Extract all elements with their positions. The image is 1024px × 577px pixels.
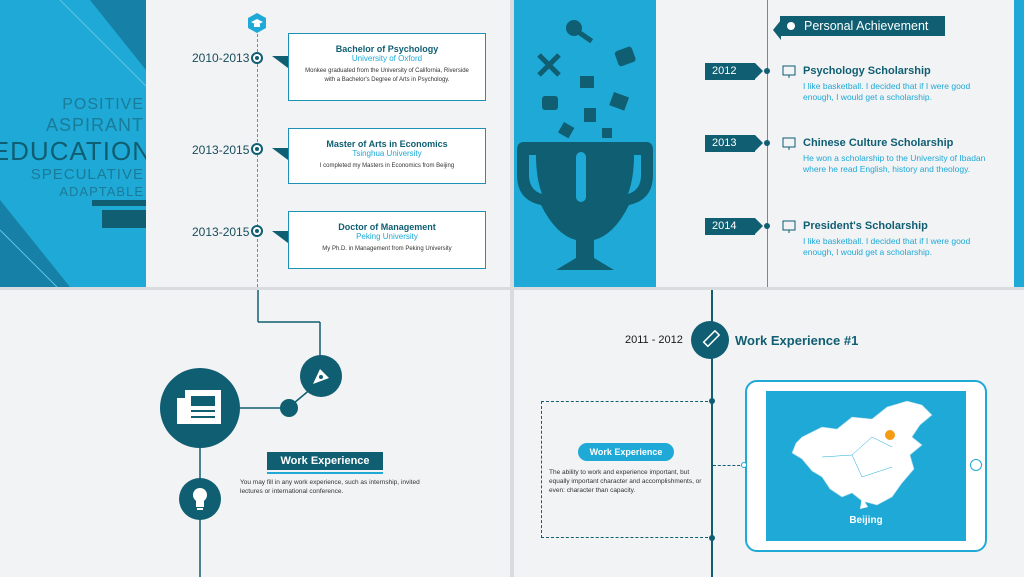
edu-year-1: 2010-2013 [192, 51, 250, 65]
achievement-item-title: Chinese Culture Scholarship [803, 137, 954, 149]
timeline-node [709, 535, 715, 541]
degree-title: Doctor of Management [338, 222, 436, 232]
achievement-item-desc: I like basketball. I decided that if I w… [803, 236, 971, 257]
word-aspirant: ASPIRANT [45, 115, 144, 135]
right-edge-bar [1014, 0, 1024, 287]
newspaper-icon [177, 390, 221, 424]
lightbulb-icon [193, 488, 207, 510]
education-card-2: Master of Arts in Economics Tsinghua Uni… [288, 128, 486, 184]
timeline-node [251, 52, 263, 64]
edu-year-2: 2013-2015 [192, 143, 250, 157]
word-positive: POSITIVE [62, 96, 144, 113]
mortarboard-hexagon-icon [248, 13, 266, 33]
connector-dot [280, 399, 298, 417]
education-card-3: Doctor of Management Peking University M… [288, 211, 486, 269]
work-experience-badge: Work Experience [578, 443, 674, 461]
china-map [791, 400, 933, 509]
tablet-home-button [970, 459, 982, 471]
work-experience-1-desc: The ability to work and experience impor… [549, 469, 702, 494]
achievement-year-2: 2013 [705, 135, 763, 152]
degree-title: Master of Arts in Economics [326, 139, 448, 149]
school-name: Tsinghua University [352, 149, 422, 158]
work-experience-1-title: Work Experience #1 [735, 333, 859, 348]
tablet-frame: Beijing [741, 380, 987, 552]
trophy-icon [517, 20, 653, 270]
pencil-icon [702, 330, 720, 348]
degree-description: I completed my Masters in Economics from… [319, 163, 455, 169]
timeline-node [764, 68, 770, 74]
certificate-icon [782, 65, 796, 78]
diagonal-stripes-decoration [0, 0, 146, 287]
newspaper-circle [160, 368, 240, 448]
timeline-node [709, 398, 715, 404]
achievement-title: Personal Achievement [804, 19, 929, 33]
timeline-node [251, 225, 263, 237]
achievement-header: Personal Achievement [780, 16, 945, 36]
tablet-screen: Beijing [766, 391, 966, 541]
work-experience-1-slide: 2011 - 2012 Work Experience #1 Work Expe… [514, 290, 1024, 577]
achievement-item-desc: He won a scholarship to the University o… [803, 153, 986, 174]
work-experience-desc: You may fill in any work experience, suc… [240, 479, 420, 495]
achievement-item-desc: I like basketball. I decided that if I w… [803, 81, 971, 102]
work-experience-slide: Work Experience You may fill in any work… [0, 290, 510, 577]
label-underline [267, 472, 383, 474]
location-pin-icon [883, 428, 897, 442]
timeline-node [764, 223, 770, 229]
education-slide: POSITIVE ASPIRANT EDUCATION SPECULATIVE … [0, 0, 510, 287]
achievement-year-3: 2014 [705, 218, 763, 235]
school-name: Peking University [356, 232, 418, 241]
education-timeline [257, 24, 258, 287]
work-experience-label: Work Experience [280, 455, 370, 467]
connector-dashed-line [713, 465, 745, 466]
timeline-node [251, 143, 263, 155]
map-location-label: Beijing [849, 515, 883, 526]
achievement-item-title: President's Scholarship [803, 220, 928, 232]
card-pointer [272, 56, 288, 68]
timeline-node [764, 140, 770, 146]
tablet-camera [741, 462, 747, 468]
word-education: EDUCATION [0, 136, 146, 166]
degree-description: My Ph.D. in Management from Peking Unive… [322, 246, 452, 252]
card-pointer [272, 231, 288, 243]
header-arrow [773, 20, 781, 40]
school-name: University of Oxford [351, 54, 423, 63]
degree-description: Monkee graduated from the University of … [305, 68, 469, 83]
work-detail-box [541, 401, 713, 538]
work-years: 2011 - 2012 [625, 334, 683, 346]
achievement-year-1: 2012 [705, 63, 763, 80]
lightbulb-circle [179, 478, 221, 520]
header-dot [787, 22, 795, 30]
card-pointer [272, 148, 288, 160]
achievement-slide: Personal Achievement 2012 Psychology Sch… [514, 0, 1024, 287]
word-speculative: SPECULATIVE [30, 166, 144, 183]
degree-title: Bachelor of Psychology [335, 44, 439, 54]
pencil-circle [691, 321, 729, 359]
certificate-icon [782, 220, 796, 233]
work-badge-label: Work Experience [589, 447, 663, 457]
pen-nib-circle [300, 355, 342, 397]
pen-nib-icon [313, 369, 329, 384]
education-card-1: Bachelor of Psychology University of Oxf… [288, 33, 486, 101]
trophy-side-banner [514, 0, 656, 287]
word-adaptable: ADAPTABLE [59, 184, 144, 199]
work-experience-label-box: Work Experience [267, 452, 383, 470]
work-connector-lines [199, 290, 321, 577]
achievement-item-title: Psychology Scholarship [803, 65, 931, 77]
certificate-icon [782, 137, 796, 150]
edu-year-3: 2013-2015 [192, 225, 250, 239]
graduation-cap-icon [92, 200, 146, 228]
education-side-banner: POSITIVE ASPIRANT EDUCATION SPECULATIVE … [0, 0, 146, 287]
